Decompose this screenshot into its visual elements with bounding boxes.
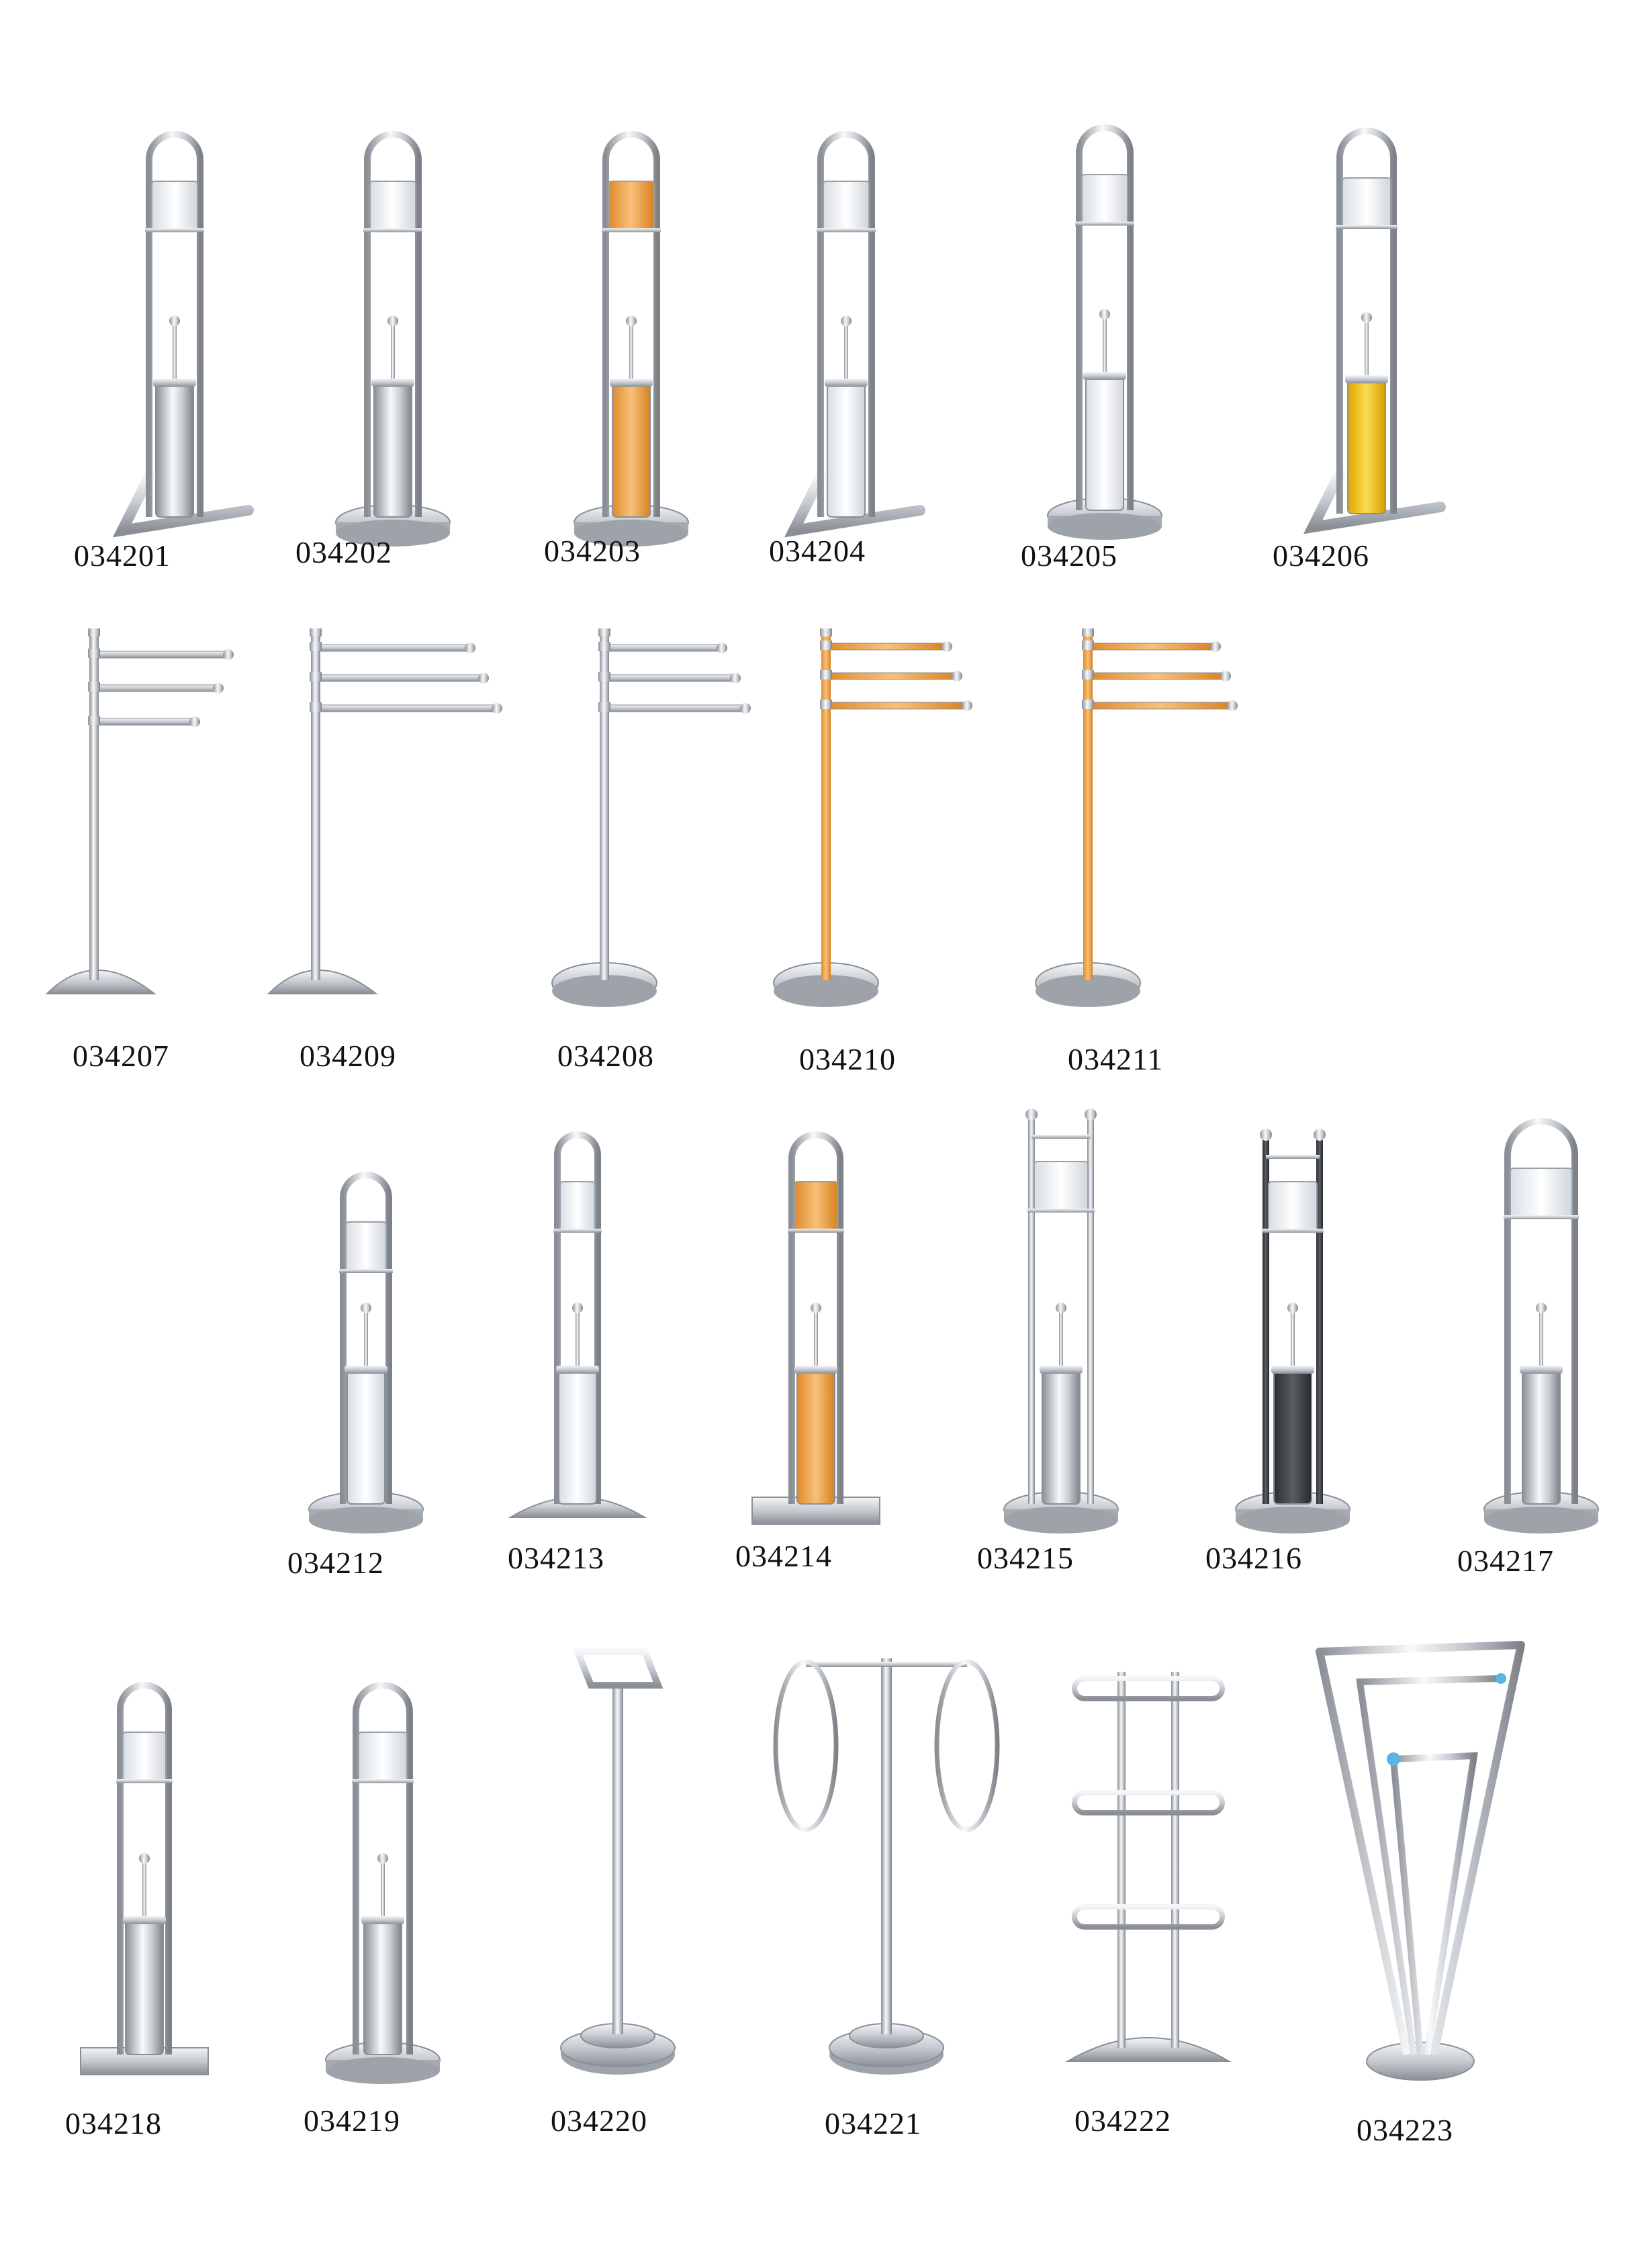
toilet-roll-brush-stand-dark-icon [1235,1129,1350,1533]
product-item [1216,1128,1370,1533]
product-code: 034208 [557,1039,654,1073]
product-code: 034218 [65,2106,162,2140]
towel-stand-three-arm-orange-icon [1035,628,1238,1007]
towel-bar-stand-icon [1065,1672,1232,2062]
toilet-roll-brush-stand-icon [308,1172,424,1533]
product-code: 034214 [735,1539,832,1573]
product-item [309,1679,457,2084]
product-item [1048,1658,1249,2075]
product-code: 034221 [825,2106,921,2140]
towel-stand-three-arm-icon [267,628,502,994]
product-item [295,1168,437,1533]
toilet-roll-brush-stand-icon [784,131,925,538]
towel-stand-three-arm-orange-icon [773,628,972,1007]
product-item [557,128,705,547]
product-item [1457,1115,1625,1533]
product-item [537,1632,698,2075]
product-item [267,624,531,1007]
product-code: 034206 [1273,538,1369,573]
product-item [772,128,925,544]
product-code: 034222 [1074,2104,1171,2138]
product-item [45,624,289,1007]
product-item [1031,121,1179,540]
product-item [980,1108,1142,1533]
product-item [319,128,467,547]
toilet-roll-stand-icon [560,1648,676,2075]
product-code: 034201 [74,538,171,573]
product-item [1035,624,1283,1007]
toilet-roll-brush-stand-icon [112,131,254,538]
product-code: 034223 [1357,2113,1453,2147]
product-code: 034213 [508,1541,604,1575]
product-item [772,1645,1001,2075]
toilet-roll-brush-stand-twin-post-icon [1003,1108,1119,1533]
toilet-roll-brush-stand-orange-icon [574,131,689,547]
toilet-roll-brush-stand-icon [1483,1118,1599,1533]
product-item [551,624,792,1007]
product-code: 034210 [799,1042,896,1076]
toilet-roll-brush-stand-icon [335,131,451,547]
toilet-roll-brush-stand-orange-icon [751,1131,880,1525]
product-code: 034203 [544,534,641,568]
product-item [1283,124,1451,540]
product-code: 034209 [300,1039,396,1073]
product-code: 034202 [295,535,392,569]
toilet-roll-brush-stand-icon [508,1131,647,1518]
product-code: 034215 [977,1541,1074,1575]
product-code: 034219 [304,2104,400,2138]
toilet-roll-brush-stand-icon [1047,124,1162,540]
product-item [497,1128,658,1531]
product-code: 034204 [769,534,866,568]
product-item [739,1128,893,1531]
towel-stand-three-arm-icon [45,628,234,994]
product-code: 034212 [287,1546,384,1580]
product-code: 034220 [551,2104,647,2138]
product-code: 034216 [1205,1541,1302,1575]
product-code: 034211 [1068,1042,1164,1076]
product-item [1310,1632,1531,2088]
product-code: 034207 [73,1039,169,1073]
product-item [101,128,254,544]
product-code: 034217 [1457,1544,1554,1578]
toilet-roll-brush-stand-yellow-icon [1303,128,1446,534]
toilet-roll-brush-stand-square-icon [80,1682,209,2075]
towel-valet-stand-icon [1316,1641,1525,2081]
product-item [773,624,1021,1007]
toilet-roll-brush-stand-icon [325,1682,441,2084]
towel-ring-stand-icon [773,1658,1000,2075]
towel-stand-three-arm-icon [551,628,751,1007]
product-code: 034205 [1021,538,1117,573]
product-item [71,1679,218,2081]
